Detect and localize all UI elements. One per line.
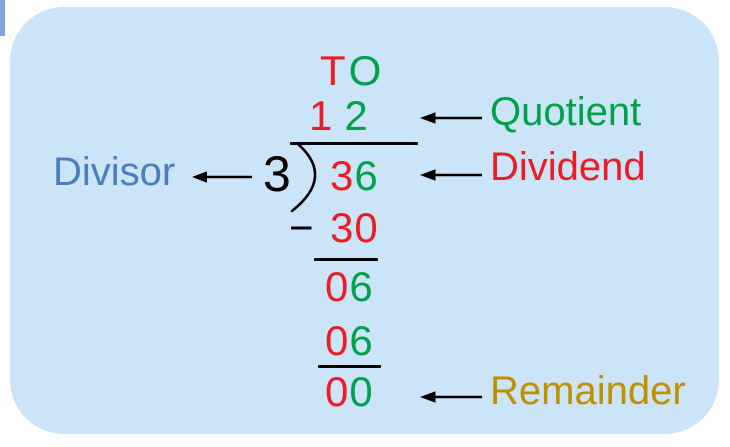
step2-subtract-digits: 0 6: [325, 320, 373, 362]
remainder-left-arrow-icon: [420, 391, 482, 403]
remainder-digits: 0 0: [325, 371, 373, 413]
quotient-tens: 1: [309, 92, 333, 139]
left-edge-strip: [0, 0, 5, 36]
step1-subtract-tens: 3: [330, 204, 354, 251]
step1-subtract-ones: 0: [354, 204, 378, 251]
place-value-header: T O: [320, 50, 381, 92]
division-bracket: [290, 142, 317, 213]
subtraction-line-2: [318, 365, 381, 368]
quotient-left-arrow-icon: [420, 112, 482, 124]
step1-result-digits: 0 6: [325, 266, 373, 308]
step1-result-ones: 6: [349, 263, 373, 310]
divisor-label: Divisor: [53, 150, 176, 194]
step1-result-tens: 0: [325, 263, 349, 310]
dividend-ones: 6: [354, 152, 378, 199]
remainder-tens: 0: [325, 368, 349, 415]
quotient-ones: 2: [344, 92, 368, 139]
minus-sign: −: [289, 204, 314, 251]
division-diagram-panel: [10, 7, 719, 434]
dividend-left-arrow-icon: [420, 169, 482, 181]
dividend-digits: 3 6: [330, 155, 378, 197]
step2-subtract-tens: 0: [325, 317, 349, 364]
divisor-digit: 3: [263, 146, 291, 202]
place-ones: O: [348, 47, 382, 94]
step2-subtract-ones: 6: [349, 317, 373, 364]
vinculum-line: [290, 142, 418, 145]
remainder-label: Remainder: [490, 369, 686, 413]
divisor-left-arrow-icon: [192, 171, 252, 183]
quotient-digits: 1 2: [309, 95, 368, 137]
dividend-tens: 3: [330, 152, 354, 199]
place-tens: T: [320, 47, 346, 94]
remainder-ones: 0: [349, 368, 373, 415]
quotient-label: Quotient: [490, 90, 642, 134]
subtraction-line-1: [314, 258, 378, 261]
step1-subtract-digits: 3 0: [330, 207, 378, 249]
dividend-label: Dividend: [490, 145, 646, 189]
